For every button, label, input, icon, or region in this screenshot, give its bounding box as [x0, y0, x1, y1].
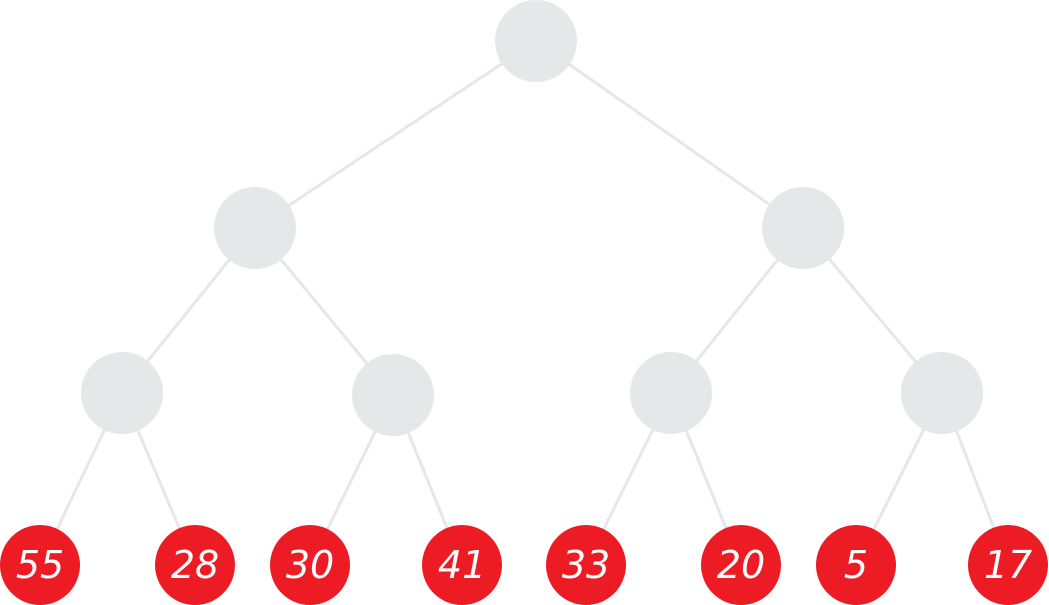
leaf-value: 17: [984, 543, 1032, 587]
leaf-value: 30: [286, 543, 334, 587]
leaf-value: 28: [171, 543, 219, 587]
leaf-value: 20: [717, 543, 765, 587]
edge-root-left: [254, 39, 537, 230]
node-level1-left: [214, 187, 296, 269]
leaf-value: 5: [844, 543, 868, 587]
leaf-node: 28: [155, 525, 235, 605]
leaf-node: 55: [0, 525, 80, 605]
leaf-circle: [701, 525, 781, 605]
leaf-circle: [270, 525, 350, 605]
leaf-value: 41: [438, 543, 486, 587]
node-level2-2: [630, 352, 712, 434]
leaf-value: 33: [562, 543, 610, 587]
leaf-circle: [422, 525, 502, 605]
leaf-circle: [816, 525, 896, 605]
internal-nodes: [81, 0, 983, 436]
leaf-value: 55: [16, 543, 64, 587]
leaf-node: 17: [968, 525, 1048, 605]
leaf-circle: [155, 525, 235, 605]
leaf-nodes: 55 28 30 41 33 20 5 17: [0, 525, 1048, 605]
node-level2-0: [81, 352, 163, 434]
leaf-circle: [968, 525, 1048, 605]
leaf-node: 20: [701, 525, 781, 605]
leaf-node: 33: [546, 525, 626, 605]
node-level1-right: [762, 187, 844, 269]
tree-edges: [38, 39, 1010, 566]
node-level2-3: [901, 352, 983, 434]
leaf-node: 41: [422, 525, 502, 605]
leaf-node: 30: [270, 525, 350, 605]
leaf-node: 5: [816, 525, 896, 605]
node-level2-1: [352, 354, 434, 436]
leaf-circle: [546, 525, 626, 605]
root-node: [495, 0, 577, 82]
edge-root-right: [535, 39, 804, 230]
leaf-circle: [0, 525, 80, 605]
